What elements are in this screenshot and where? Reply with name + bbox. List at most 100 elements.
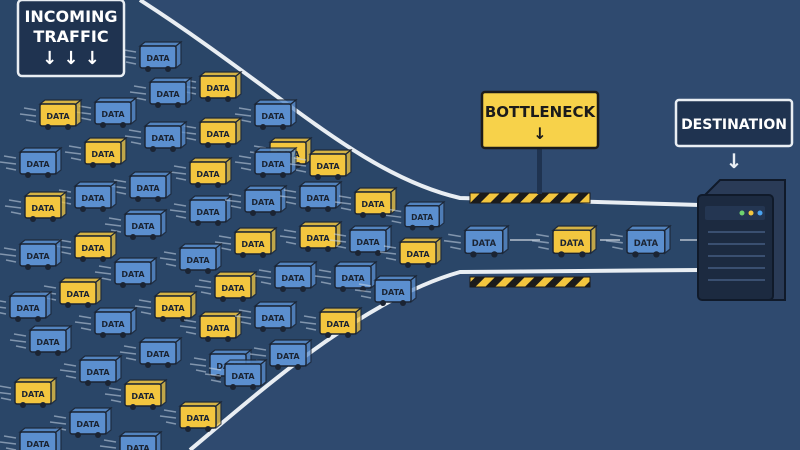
truck-icon: DATA <box>234 98 298 130</box>
truck-label: DATA <box>316 162 340 171</box>
truck-icon: DATA <box>224 184 288 216</box>
hazard-stripe-top <box>469 192 591 204</box>
truck-icon: DATA <box>354 274 418 306</box>
truck-label: DATA <box>26 440 50 449</box>
down-arrow-icon: ↓ <box>726 149 743 173</box>
truck-icon: DATA <box>0 376 58 408</box>
truck-label: DATA <box>21 390 45 399</box>
destination-sign-label: DESTINATION <box>681 117 787 133</box>
truck-icon: DATA <box>54 180 118 212</box>
truck-icon: DATA <box>39 276 103 308</box>
truck-label: DATA <box>186 414 210 423</box>
truck-icon: DATA <box>531 224 598 258</box>
truck-label: DATA <box>231 372 255 381</box>
bottleneck-sign: BOTTLENECK ↓ <box>480 90 600 194</box>
truck-icon: DATA <box>59 354 123 386</box>
truck-label: DATA <box>560 238 585 248</box>
truck-label: DATA <box>361 200 385 209</box>
truck-icon: DATA <box>4 190 68 222</box>
trucks-group: DATA DATA DATA DATA DATA DATA DATA DATA DATA DATA… <box>0 40 672 450</box>
truck-icon: DATA <box>179 310 243 342</box>
truck-label: DATA <box>472 238 497 248</box>
truck-label: DATA <box>326 320 350 329</box>
truck-label: DATA <box>206 324 230 333</box>
incoming-traffic-sign: INCOMING TRAFFIC ↓ ↓ ↓ <box>16 0 126 78</box>
truck-icon: DATA <box>279 180 343 212</box>
destination-sign: DESTINATION ↓ <box>674 98 794 173</box>
truck-label: DATA <box>101 320 125 329</box>
truck-label: DATA <box>261 160 285 169</box>
down-arrow-icon: ↓ <box>533 124 546 143</box>
truck-label: DATA <box>306 234 330 243</box>
truck-label: DATA <box>131 392 155 401</box>
truck-icon: DATA <box>169 156 233 188</box>
truck-label: DATA <box>411 213 433 222</box>
truck-label: DATA <box>206 84 230 93</box>
truck-label: DATA <box>161 304 185 313</box>
truck-label: DATA <box>81 244 105 253</box>
truck-icon: DATA <box>119 40 183 72</box>
truck-icon: DATA <box>254 260 318 292</box>
server-icon <box>697 179 786 301</box>
truck-icon: DATA <box>379 236 443 268</box>
truck-label: DATA <box>36 338 60 347</box>
truck-icon: DATA <box>329 224 393 256</box>
truck-icon: DATA <box>279 220 343 252</box>
truck-label: DATA <box>136 184 160 193</box>
truck-label: DATA <box>306 194 330 203</box>
truck-label: DATA <box>251 198 275 207</box>
truck-label: DATA <box>196 208 220 217</box>
truck-icon: DATA <box>159 400 223 432</box>
truck-icon: DATA <box>64 136 128 168</box>
truck-label: DATA <box>146 54 170 63</box>
truck-label: DATA <box>26 160 50 169</box>
truck-icon: DATA <box>99 430 163 450</box>
down-arrow-icon: ↓ ↓ ↓ <box>42 48 100 69</box>
truck-icon: DATA <box>605 224 672 258</box>
truck-label: DATA <box>206 130 230 139</box>
hazard-stripe-bottom <box>469 276 591 288</box>
truck-label: DATA <box>146 350 170 359</box>
truck-icon: DATA <box>249 338 313 370</box>
truck-icon: DATA <box>179 116 243 148</box>
truck-label: DATA <box>91 150 115 159</box>
truck-icon: DATA <box>104 208 168 240</box>
truck-icon: DATA <box>169 194 233 226</box>
truck-icon: DATA <box>129 76 193 108</box>
truck-label: DATA <box>196 170 220 179</box>
truck-label: DATA <box>241 240 265 249</box>
truck-label: DATA <box>31 204 55 213</box>
truck-icon: DATA <box>0 146 63 178</box>
truck-icon: DATA <box>119 336 183 368</box>
truck-label: DATA <box>261 112 285 121</box>
truck-label: DATA <box>151 134 175 143</box>
truck-icon: DATA <box>0 238 63 270</box>
truck-icon: DATA <box>0 426 63 450</box>
truck-label: DATA <box>101 110 125 119</box>
truck-icon: DATA <box>385 200 446 231</box>
bottleneck-sign-label: BOTTLENECK <box>485 103 597 121</box>
truck-label: DATA <box>81 194 105 203</box>
truck-icon: DATA <box>109 170 173 202</box>
truck-icon: DATA <box>9 324 73 356</box>
truck-label: DATA <box>186 256 210 265</box>
truck-icon: DATA <box>194 270 258 302</box>
truck-icon: DATA <box>204 358 268 390</box>
truck-icon: DATA <box>0 290 53 322</box>
incoming-sign-line2: TRAFFIC <box>33 27 108 46</box>
truck-label: DATA <box>26 252 50 261</box>
truck-icon: DATA <box>94 256 158 288</box>
truck-label: DATA <box>16 304 40 313</box>
truck-icon: DATA <box>299 306 363 338</box>
truck-label: DATA <box>156 90 180 99</box>
truck-icon: DATA <box>74 306 138 338</box>
truck-label: DATA <box>341 274 365 283</box>
truck-icon: DATA <box>19 98 83 130</box>
truck-label: DATA <box>381 288 405 297</box>
truck-label: DATA <box>86 368 110 377</box>
truck-label: DATA <box>356 238 380 247</box>
truck-label: DATA <box>276 352 300 361</box>
truck-icon: DATA <box>214 226 278 258</box>
truck-icon: DATA <box>124 120 188 152</box>
